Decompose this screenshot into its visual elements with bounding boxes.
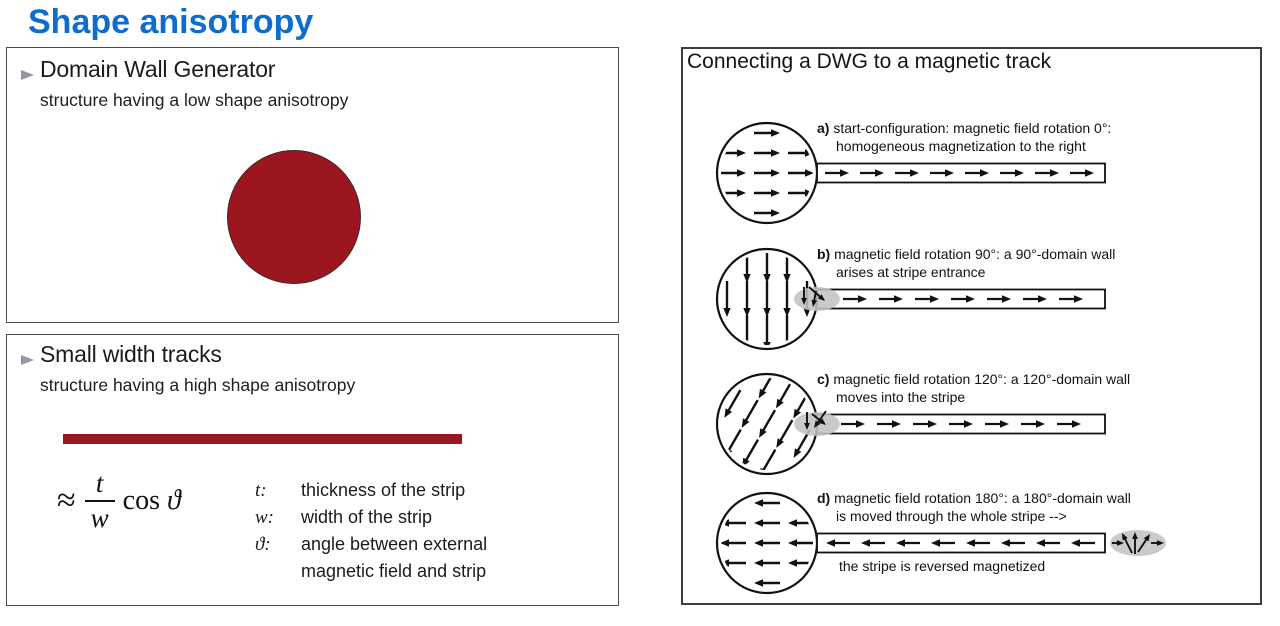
caption-line2: arises at stripe entrance	[836, 263, 986, 280]
bullet-triangle-icon	[21, 355, 34, 365]
dwg-diagram-c-graphic	[715, 372, 1106, 476]
panel-connecting-dwg: Connecting a DWG to a magnetic track a) …	[681, 47, 1262, 605]
caption-line2: moves into the stripe	[836, 388, 966, 405]
dwg-diagram-d-graphic	[715, 491, 1166, 595]
legend-row: w: width of the strip	[255, 504, 541, 531]
bullet-triangle-icon	[21, 70, 34, 80]
dwg-diagram-row-d: d) magnetic field rotation 180°: a 180°-…	[683, 480, 1260, 606]
dwg-diagram-row-b: b) magnetic field rotation 90°: a 90°-do…	[683, 236, 1260, 362]
dwg-diagram-b-caption: b) magnetic field rotation 90°: a 90°-do…	[817, 246, 1269, 281]
dwg-diagram-row-c: c) magnetic field rotation 120°: a 120°-…	[683, 361, 1260, 487]
dwg-diagram-c-caption: c) magnetic field rotation 120°: a 120°-…	[817, 371, 1269, 406]
formula-fraction: t w	[84, 468, 115, 533]
tracks-heading: Small width tracks	[40, 341, 222, 367]
dwg-diagram-a-caption: a) start-configuration: magnetic field r…	[817, 120, 1269, 155]
caption-line2: is moved through the whole stripe -->	[836, 507, 1067, 524]
legend-symbol: w:	[255, 507, 274, 528]
formula-approx: ≈	[57, 482, 76, 519]
legend-row: ϑ: angle between external magnetic field …	[255, 531, 541, 585]
anisotropy-formula: ≈ t w cos ϑ	[57, 469, 181, 533]
legend-desc: thickness of the strip	[301, 480, 466, 500]
dwg-diagram-d-caption: d) magnetic field rotation 180°: a 180°-…	[817, 490, 1269, 525]
caption-line1: magnetic field rotation 120°: a 120°-dom…	[833, 371, 1131, 387]
formula-cos: cos	[122, 485, 160, 516]
fraction-bar	[84, 500, 115, 502]
formula-denominator: w	[90, 503, 109, 533]
caption-line1: magnetic field rotation 90°: a 90°-domai…	[834, 246, 1116, 262]
dwg-diagram-row-a: a) start-configuration: magnetic field r…	[683, 110, 1260, 236]
dwg-diagram-b-graphic	[715, 247, 1106, 351]
dwg-diagram-d-note: the stripe is reversed magnetized	[839, 558, 1046, 574]
legend-symbol: ϑ:	[255, 534, 271, 555]
legend-desc: angle between external magnetic field an…	[301, 534, 488, 581]
caption-marker: c)	[817, 371, 830, 387]
dwg-heading: Domain Wall Generator	[40, 56, 276, 82]
connect-panel-title: Connecting a DWG to a magnetic track	[687, 50, 1052, 73]
caption-marker: b)	[817, 246, 831, 262]
legend-desc: width of the strip	[301, 507, 433, 527]
formula-theta: ϑ	[167, 485, 181, 516]
panel-domain-wall-generator: Domain Wall Generator structure having a…	[6, 47, 619, 323]
dwg-subheading: structure having a low shape anisotropy	[40, 90, 349, 110]
panel-small-width-tracks: Small width tracks structure having a hi…	[6, 334, 619, 606]
caption-line1: magnetic field rotation 180°: a 180°-dom…	[834, 490, 1131, 506]
formula-legend: t: thickness of the strip w: width of the s…	[255, 477, 541, 585]
caption-marker: a)	[817, 120, 830, 136]
dwg-diagram-a-graphic	[715, 121, 1106, 225]
caption-marker: d)	[817, 490, 831, 506]
high-anisotropy-strip	[63, 434, 462, 444]
caption-line2: homogeneous magnetization to the right	[836, 137, 1086, 154]
caption-line1: start-configuration: magnetic field rota…	[833, 120, 1112, 136]
low-anisotropy-disc	[227, 150, 361, 284]
formula-numerator: t	[95, 468, 104, 498]
page-title: Shape anisotropy	[28, 3, 314, 41]
legend-symbol: t:	[255, 480, 267, 501]
tracks-subheading: structure having a high shape anisotropy	[40, 375, 356, 395]
legend-row: t: thickness of the strip	[255, 477, 541, 504]
